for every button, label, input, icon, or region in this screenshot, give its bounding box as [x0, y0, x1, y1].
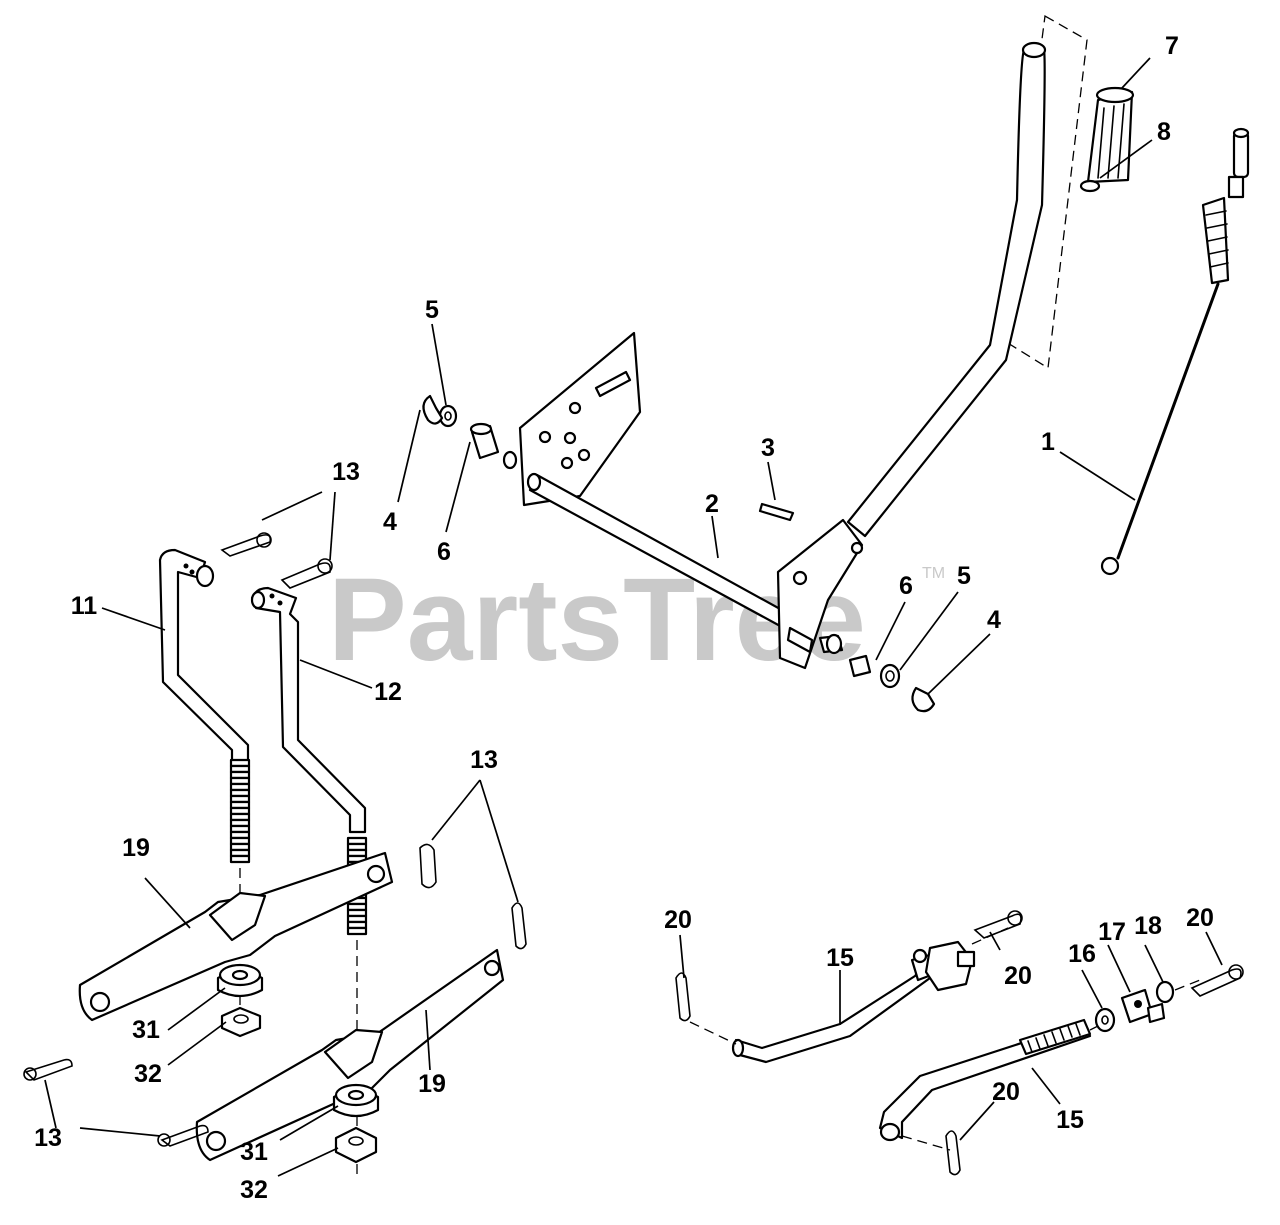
part-lift-link-left[interactable]	[158, 548, 251, 864]
part-adjust-block-17[interactable]	[1120, 988, 1166, 1024]
part-lift-handle[interactable]	[846, 41, 1047, 538]
part-nut-32-lower[interactable]	[334, 1126, 378, 1164]
part-washer-right[interactable]	[879, 663, 901, 689]
callout-8: 8	[1157, 118, 1171, 146]
part-washer-left[interactable]	[438, 404, 458, 428]
part-hairpin-13-a[interactable]	[220, 532, 272, 557]
callout-labels: 7 8 1 3 2 5 4 6 6 5 4 13 11 12 13 19 31 …	[34, 32, 1214, 1204]
callout-7: 7	[1165, 32, 1179, 60]
part-clip-20-a[interactable]	[675, 972, 691, 1022]
callout-32-upper: 32	[134, 1060, 162, 1088]
part-hairpin-13-f[interactable]	[157, 1124, 209, 1147]
part-bushing-31-lower[interactable]	[332, 1083, 380, 1118]
callout-4-left: 4	[383, 508, 397, 536]
part-clip-20-b[interactable]	[973, 910, 1023, 939]
part-hairpin-13-b[interactable]	[280, 558, 333, 589]
part-handle-grip[interactable]	[1086, 86, 1135, 184]
part-hairpin-13-c[interactable]	[419, 843, 437, 889]
callout-15-lower: 15	[1056, 1106, 1084, 1134]
assembly-lines-lower-right	[689, 927, 1201, 1151]
callout-13-bottom: 13	[34, 1124, 62, 1152]
callout-20-center: 20	[1004, 962, 1032, 990]
part-bushing-left[interactable]	[469, 422, 500, 460]
part-mounting-plate[interactable]	[518, 331, 642, 507]
part-bushing-right[interactable]	[848, 654, 872, 678]
part-nut-32-upper[interactable]	[220, 1006, 262, 1038]
part-clip-20-c[interactable]	[1190, 964, 1244, 997]
part-roll-pin[interactable]	[758, 502, 795, 522]
part-cross-shaft[interactable]	[502, 450, 802, 635]
callout-3: 3	[761, 434, 775, 462]
callout-31-lower: 31	[240, 1138, 268, 1166]
watermark-trademark: TM	[922, 565, 945, 582]
part-bushing-31-upper[interactable]	[216, 963, 264, 998]
part-washer-16[interactable]	[1094, 1007, 1116, 1033]
callout-5-left: 5	[425, 296, 439, 324]
part-pivot-bracket[interactable]	[776, 518, 864, 670]
part-washer-18[interactable]	[1155, 980, 1175, 1004]
leader-lines	[44, 57, 1223, 1177]
callout-20-left: 20	[664, 906, 692, 934]
part-e-clip-left[interactable]	[422, 394, 444, 425]
callout-11: 11	[71, 592, 98, 620]
callout-6-left: 6	[437, 538, 451, 566]
callout-15-upper: 15	[826, 944, 854, 972]
callout-1: 1	[1041, 428, 1055, 456]
callout-16: 16	[1068, 940, 1096, 968]
callout-12: 12	[374, 678, 402, 706]
callout-2: 2	[705, 490, 719, 518]
callout-20-bottom: 20	[992, 1078, 1020, 1106]
callout-20-right: 20	[1186, 904, 1214, 932]
callout-6-right: 6	[899, 572, 913, 600]
part-clip-20-d[interactable]	[945, 1130, 961, 1176]
callout-13-top: 13	[332, 458, 360, 486]
part-adjust-rod-lower[interactable]	[878, 1018, 1092, 1142]
callout-31-upper: 31	[132, 1016, 160, 1044]
callout-18: 18	[1134, 912, 1162, 940]
callout-17: 17	[1098, 918, 1126, 946]
part-grip-washer[interactable]	[1079, 179, 1101, 193]
part-lift-cable[interactable]	[1100, 127, 1250, 576]
handle-ghost-outline	[1002, 14, 1088, 370]
callout-4-right: 4	[987, 606, 1001, 634]
part-hairpin-13-d[interactable]	[511, 902, 527, 950]
callout-19-upper: 19	[122, 834, 150, 862]
callout-32-lower: 32	[240, 1176, 268, 1204]
part-hairpin-13-e[interactable]	[23, 1058, 73, 1081]
callout-13-middle: 13	[470, 746, 498, 774]
part-lift-arm-upper[interactable]	[78, 851, 394, 1022]
part-shaft-end[interactable]	[818, 633, 844, 655]
callout-19-lower: 19	[418, 1070, 446, 1098]
part-e-clip-right[interactable]	[911, 686, 936, 713]
callout-5-right: 5	[957, 562, 971, 590]
part-adjust-rod-upper[interactable]	[731, 940, 976, 1064]
